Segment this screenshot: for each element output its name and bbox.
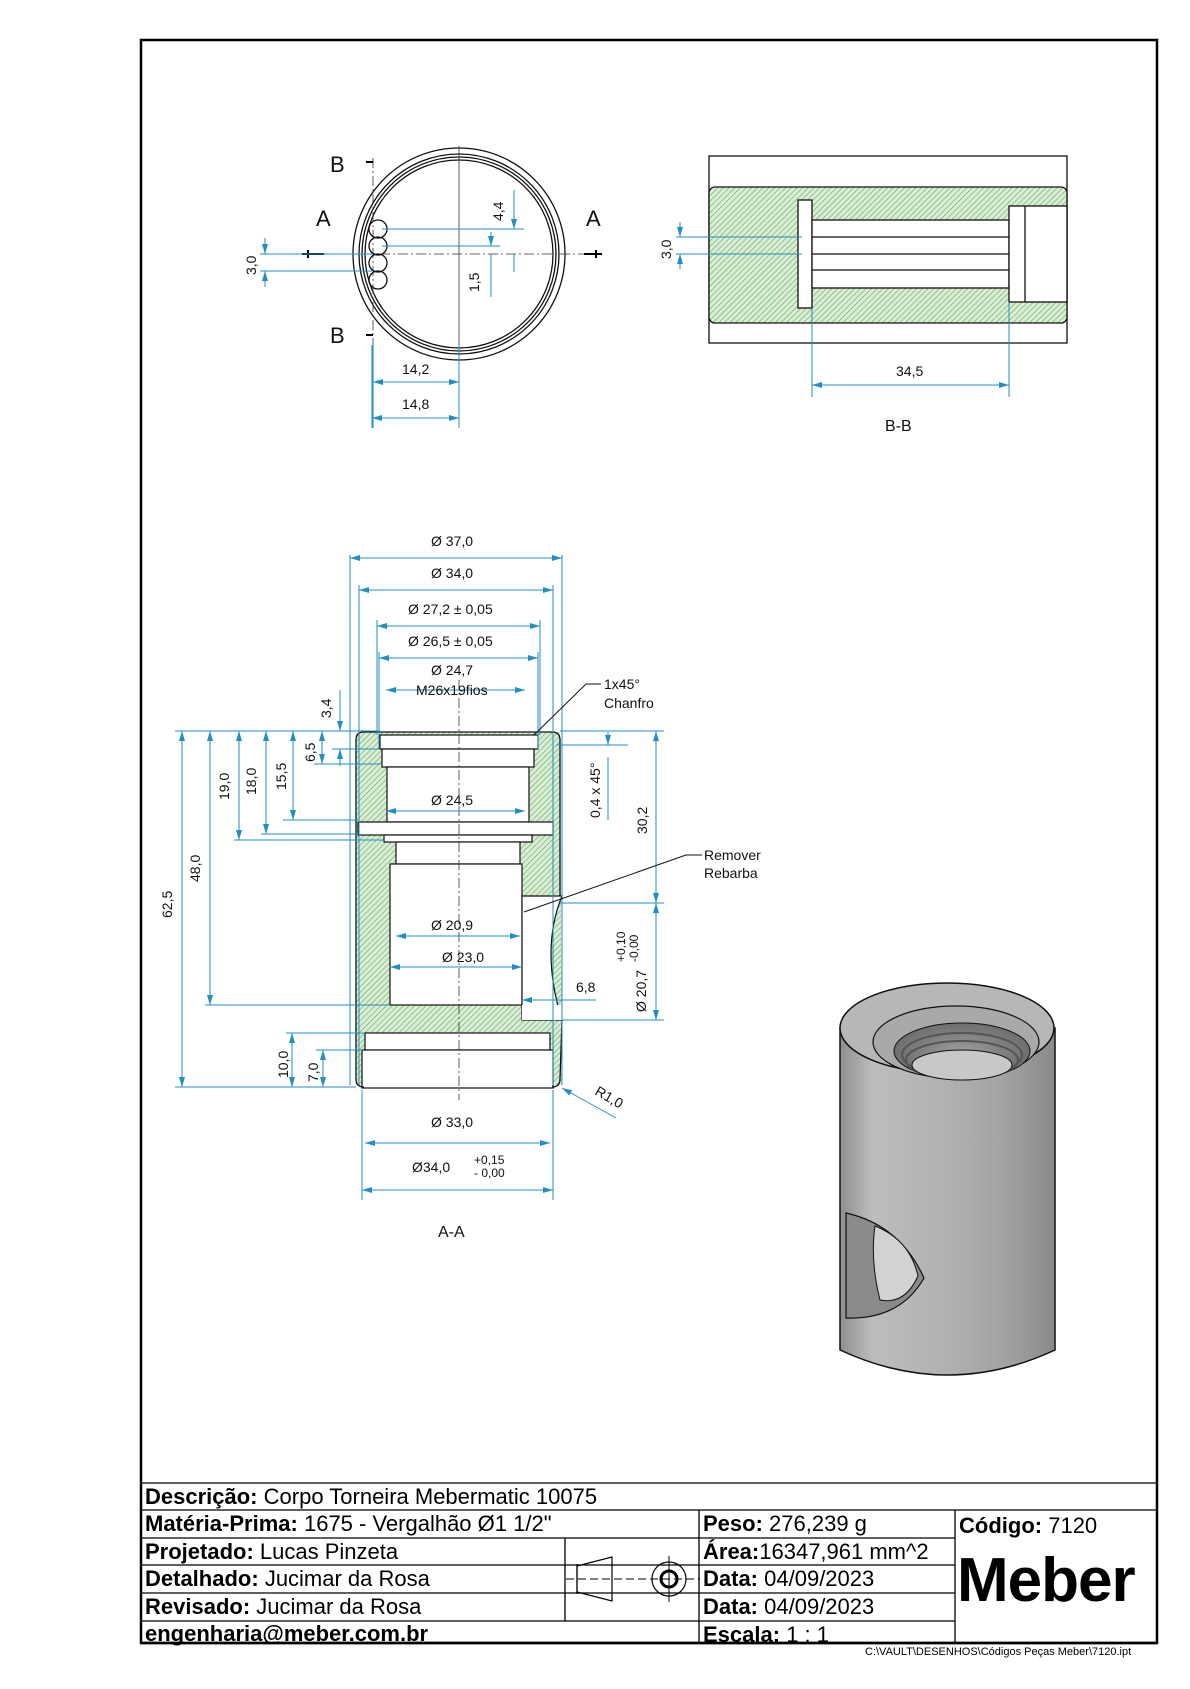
hole-3 (368, 253, 388, 273)
chamfer-note-line2: Chanfro (604, 695, 654, 711)
data-detalhado-value: 04/09/2023 (764, 1566, 875, 1591)
aa-dim-0-4x45: 0,4 x 45° (587, 763, 603, 818)
aa-dim-dia-27-2: Ø 27,2 ± 0,05 (408, 601, 493, 617)
aa-dim-dia-34-tol: Ø34,0 (412, 1159, 450, 1175)
peso-label: Peso: (703, 1511, 763, 1536)
descricao-value: Corpo Torneira Mebermatic 10075 (263, 1484, 598, 1509)
data-revisado-value: 04/09/2023 (764, 1594, 875, 1619)
projetado-field: Projetado: Lucas Pinzeta (141, 1538, 565, 1565)
aa-dim-6-5: 6,5 (302, 742, 318, 762)
section-b-label-top: B (330, 152, 345, 177)
aa-dim-dia-23: Ø 23,0 (442, 949, 484, 965)
section-aa-title: A-A (438, 1224, 465, 1241)
aa-tol-minus: - 0,00 (474, 1166, 505, 1180)
aa-dim-dia-24-7: Ø 24,7 (431, 662, 473, 678)
aa-dim-dia-26-5: Ø 26,5 ± 0,05 (408, 633, 493, 649)
descricao-label: Descrição: (145, 1484, 258, 1509)
codigo-label: Código: (959, 1513, 1043, 1538)
section-bb-view: 3,0 34,5 B-B (658, 155, 1068, 435)
isometric-view (839, 982, 1056, 1376)
materia-prima-field: Matéria-Prima: 1675 - Vergalhão Ø1 1/2" (141, 1510, 699, 1538)
aa-dim-dia-37: Ø 37,0 (431, 533, 473, 549)
escala-value: 1 : 1 (786, 1622, 829, 1647)
revisado-label: Revisado: (145, 1594, 251, 1619)
chamfer-leader (533, 683, 601, 736)
codigo-field: Código: 7120 (955, 1512, 1157, 1540)
materia-prima-value: 1675 - Vergalhão Ø1 1/2" (303, 1511, 552, 1536)
burr-note-line1: Remover (704, 847, 761, 863)
revisado-field: Revisado: Jucimar da Rosa (141, 1593, 565, 1621)
data-detalhado-field: Data: 04/09/2023 (699, 1565, 955, 1593)
codigo-value: 7120 (1048, 1513, 1098, 1538)
hole-4 (368, 270, 388, 290)
aa-dim-dia-24-5: Ø 24,5 (431, 792, 473, 808)
data-revisado-label: Data: (703, 1594, 759, 1619)
area-label: Área: (703, 1539, 760, 1564)
burr-leader (523, 854, 702, 913)
descricao-field: Descrição: Corpo Torneira Mebermatic 100… (141, 1483, 1157, 1510)
section-b-label-bottom: B (330, 323, 345, 348)
dim-3-0-top: 3,0 (243, 255, 259, 275)
aa-dim-7: 7,0 (305, 1062, 321, 1082)
area-field: Área:16347,961 mm^2 (699, 1538, 955, 1565)
data-detalhado-label: Data: (703, 1566, 759, 1591)
file-path: C:\VAULT\DESENHOS\Códigos Peças Meber\71… (865, 1646, 1132, 1658)
detalhado-label: Detalhado: (145, 1566, 259, 1591)
aa-thread-spec: M26x19fios (416, 682, 488, 698)
peso-field: Peso: 276,239 g (699, 1510, 955, 1538)
projetado-value: Lucas Pinzeta (259, 1539, 399, 1564)
section-aa-view: Ø 37,0 Ø 34,0 Ø 27,2 ± 0,05 Ø 26,5 ± 0,0… (159, 533, 761, 1241)
aa-dim-6-8: 6,8 (576, 979, 596, 995)
materia-prima-label: Matéria-Prima: (145, 1511, 298, 1536)
aa-dim-dia-20-7-minus: -0,00 (627, 934, 641, 962)
meber-logo: Meber (957, 1546, 1136, 1615)
section-bb-title: B-B (885, 418, 912, 435)
dim-14-8: 14,8 (402, 396, 429, 412)
aa-dim-19: 19,0 (216, 773, 232, 800)
bb-dim-3-0: 3,0 (658, 239, 674, 259)
aa-dim-10: 10,0 (275, 1051, 291, 1078)
aa-dim-r1: R1,0 (593, 1083, 627, 1112)
aa-dim-48: 48,0 (187, 855, 203, 882)
peso-value: 276,239 g (769, 1511, 867, 1536)
burr-note-line2: Rebarba (704, 865, 758, 881)
detalhado-value: Jucimar da Rosa (264, 1566, 430, 1591)
aa-dim-62-5: 62,5 (159, 891, 175, 918)
aa-dim-dia-20-7-plus: +0,10 (614, 931, 628, 962)
section-a-label-right: A (586, 206, 601, 231)
aa-dim-dia-20-7: Ø 20,7 (633, 970, 649, 1012)
top-view: A A B B 4,4 1,5 3,0 14,2 14,8 (243, 146, 602, 428)
escala-label: Escala: (703, 1622, 781, 1647)
aa-tol-plus: +0,15 (474, 1153, 505, 1167)
email-field[interactable]: engenharia@meber.com.br (145, 1621, 429, 1646)
data-revisado-field: Data: 04/09/2023 (699, 1593, 955, 1621)
chamfer-note-line1: 1x45° (604, 676, 640, 692)
aa-dim-dia-34: Ø 34,0 (431, 565, 473, 581)
aa-dim-3-4: 3,4 (318, 698, 334, 718)
aa-dim-30-2: 30,2 (634, 807, 650, 834)
detalhado-field: Detalhado: Jucimar da Rosa (141, 1565, 565, 1593)
bb-dim-34-5: 34,5 (896, 363, 923, 379)
dim-4-4: 4,4 (490, 201, 506, 221)
aa-dim-dia-33: Ø 33,0 (431, 1114, 473, 1130)
projetado-label: Projetado: (145, 1539, 254, 1564)
aa-dim-dia-20-9: Ø 20,9 (431, 917, 473, 933)
dim-14-2: 14,2 (402, 361, 429, 377)
aa-dim-15-5: 15,5 (273, 763, 289, 790)
escala-field: Escala: 1 : 1 (699, 1621, 955, 1647)
aa-dim-18: 18,0 (243, 768, 259, 795)
revisado-value: Jucimar da Rosa (256, 1594, 422, 1619)
dim-1-5: 1,5 (466, 272, 482, 292)
section-a-label-left: A (316, 206, 331, 231)
area-value: 16347,961 mm^2 (759, 1539, 929, 1564)
